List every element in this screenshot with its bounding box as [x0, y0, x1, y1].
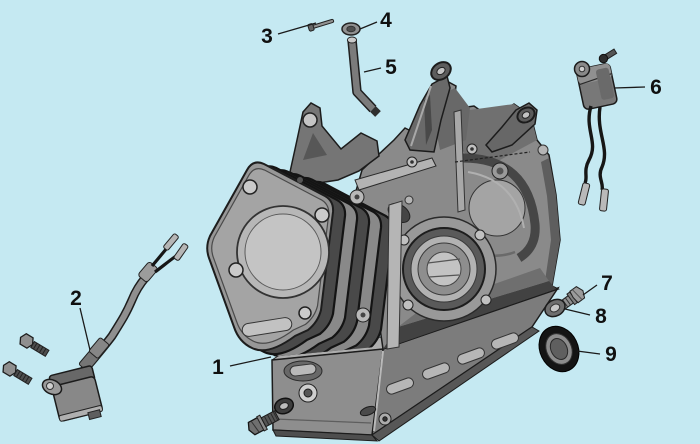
callout-9: 9	[605, 343, 617, 366]
base-bolt	[247, 410, 280, 436]
sealing-washer	[544, 298, 566, 318]
callout-2: 2	[70, 287, 82, 310]
cylinder-head-face	[206, 161, 335, 352]
engine-base	[271, 286, 560, 442]
washer	[341, 22, 361, 36]
flange-bolts	[2, 332, 50, 385]
engine-stop-switch	[573, 48, 618, 212]
callout-8: 8	[595, 305, 607, 328]
callout-6: 6	[650, 76, 662, 99]
bracket-left	[289, 102, 380, 185]
breather-tube	[346, 36, 381, 117]
callout-4: 4	[380, 9, 392, 32]
leader-lines	[79, 21, 646, 367]
oil-level-switch	[41, 233, 189, 422]
bracket-right	[485, 102, 538, 153]
bracket-middle	[404, 61, 452, 153]
callout-7: 7	[601, 272, 613, 295]
callout-3: 3	[261, 25, 273, 48]
base-washer	[273, 397, 295, 415]
callout-1: 1	[212, 356, 224, 379]
oil-seal	[538, 325, 580, 373]
pushrod-cover-strip	[386, 200, 403, 350]
callout-5: 5	[385, 56, 397, 79]
